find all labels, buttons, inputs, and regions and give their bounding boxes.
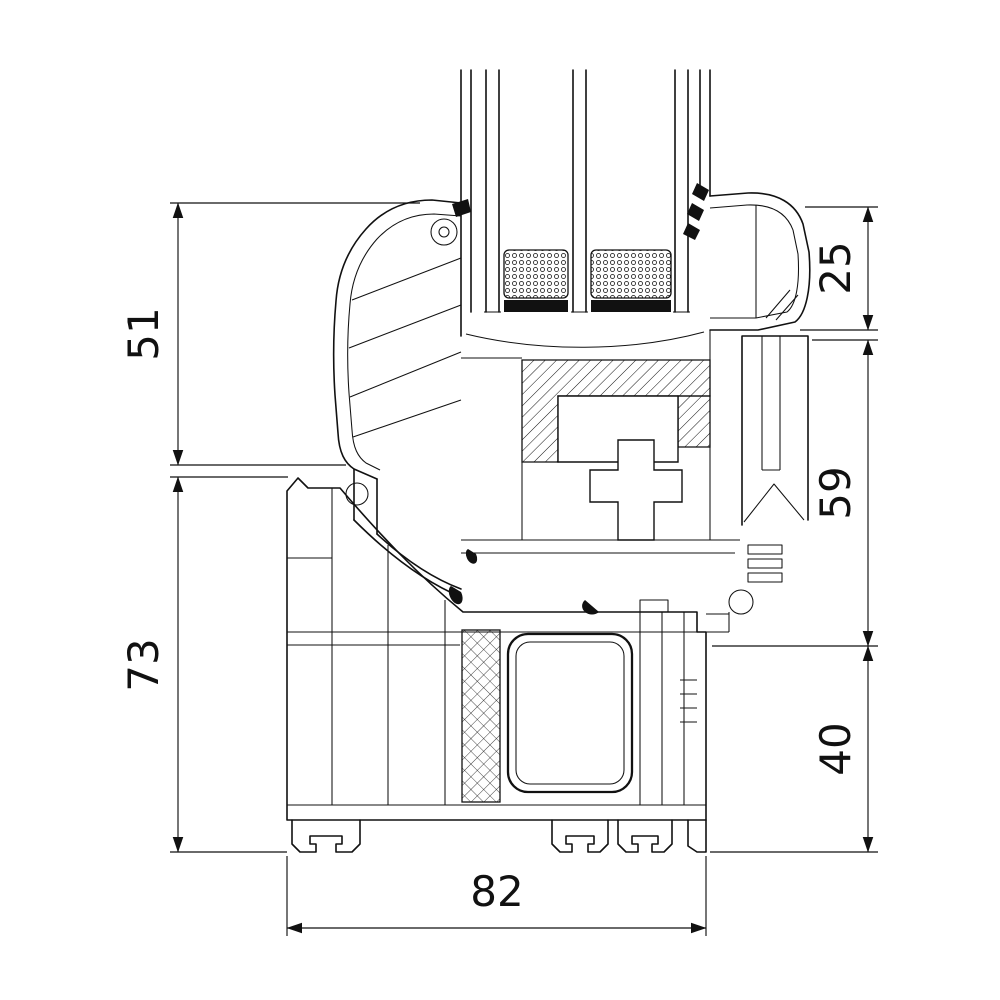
foot-right: [617, 819, 673, 853]
foot-left: [291, 819, 361, 853]
gasket-sash-mid: [465, 549, 478, 564]
bead-partitions: [755, 205, 799, 321]
screw-port-overlap: [345, 482, 369, 506]
sash-bottom-webs: [461, 357, 740, 554]
steel-reinforcement-frame-inner: [515, 641, 625, 785]
gasket-frame-rebate: [582, 600, 599, 615]
spacer-bar-left: [503, 249, 569, 299]
sealant-left: [504, 300, 568, 312]
screw-port-frame: [728, 589, 754, 615]
rebate-upstand: [639, 599, 669, 612]
sash-bottom-slope: [353, 519, 462, 598]
glazing-bead: [683, 183, 811, 331]
foot-middle: [551, 819, 609, 853]
dimension-label: 73: [119, 638, 168, 691]
sealant-right: [591, 300, 671, 312]
interlock-links: [706, 612, 730, 633]
dimension-label: 25: [811, 241, 860, 294]
dimension-40: 40: [710, 645, 878, 853]
dimension-73: 73: [119, 476, 288, 853]
right-interlock: [706, 335, 809, 633]
dimension-25: 25: [800, 206, 878, 331]
glazing-rebate-arc: [465, 331, 705, 348]
glass-panes: [484, 69, 690, 313]
glazing-unit: [460, 69, 711, 348]
frame-vertical-webs: [287, 488, 706, 806]
dimension-59: 59: [712, 339, 878, 647]
steel-hatch-right: [677, 395, 711, 448]
foot-corner: [687, 819, 707, 853]
upstand-chevron: [743, 483, 805, 523]
thermal-insert-hatch: [461, 629, 501, 803]
bead-clip-channel: [589, 439, 683, 541]
frame-outer-contour: [286, 477, 707, 821]
steel-reinforcement-sash: [521, 330, 711, 541]
drain-comb: [680, 679, 697, 723]
sash-profile: [332, 199, 740, 605]
steel-chamber-walls: [521, 330, 711, 540]
sash-lower-walls: [353, 468, 378, 535]
frame-feet: [291, 819, 707, 853]
steel-reinforcement-frame-outer: [506, 632, 634, 794]
sash-inner-contour: [347, 213, 462, 471]
sash-outer-contour: [332, 199, 462, 480]
upstand-walls: [741, 335, 809, 526]
upstand-partitions: [761, 336, 781, 471]
bead-gaskets: [683, 183, 709, 240]
dimensions: 51 73 25 59 40 82: [119, 202, 878, 936]
screw-port-sash-core: [438, 226, 450, 238]
frame-profile: [286, 477, 707, 821]
dimension-label: 51: [119, 307, 168, 360]
bead-outer-contour: [709, 192, 811, 331]
spacer-bar-right: [590, 249, 672, 299]
gasket-sash-bottom: [448, 586, 463, 605]
gasket-comb-3: [747, 572, 783, 583]
gasket-comb-2: [747, 558, 783, 569]
screw-port-sash: [430, 218, 458, 246]
bead-inner-contour: [709, 204, 799, 319]
gasket-comb-1: [747, 544, 783, 555]
gasket-top-left: [452, 199, 471, 217]
dimension-label: 59: [811, 466, 860, 519]
dimension-label: 40: [811, 722, 860, 775]
sash-chamber-partitions: [348, 257, 462, 438]
dimension-label: 82: [470, 867, 523, 916]
dimension-82: 82: [286, 856, 707, 936]
dimension-51: 51: [119, 202, 420, 466]
